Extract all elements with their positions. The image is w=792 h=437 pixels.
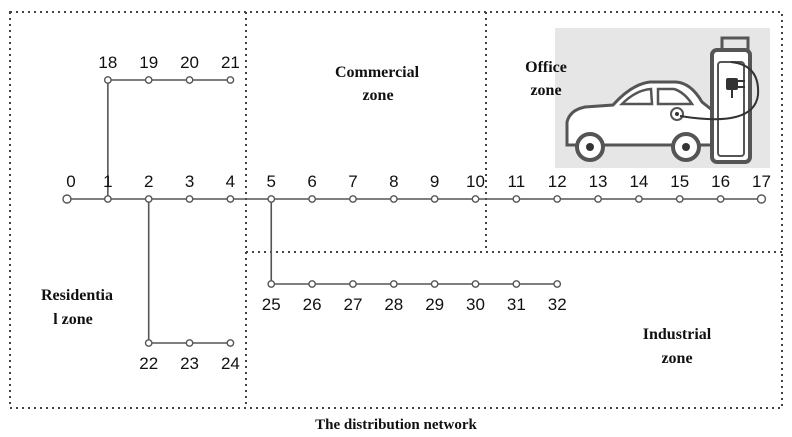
bus-label-8: 8 <box>389 172 398 191</box>
charge-port-dot <box>675 112 679 116</box>
bus-label-21: 21 <box>221 53 240 72</box>
car-front-window <box>618 87 654 106</box>
bus-node-30 <box>471 280 480 288</box>
bus-node-7 <box>349 195 357 203</box>
bus-label-18: 18 <box>98 53 117 72</box>
car-rear-hub <box>682 143 690 151</box>
bus-label-4: 4 <box>226 172 235 191</box>
network-lines <box>67 79 762 344</box>
bus-label-14: 14 <box>629 172 648 191</box>
bus-label-26: 26 <box>303 295 322 314</box>
bus-label-6: 6 <box>307 172 316 191</box>
commercial-zone-label-line1: Commercial <box>335 64 420 81</box>
bus-node-17 <box>756 194 767 204</box>
industrial-zone-label-line1: Industrial <box>643 326 712 343</box>
bus-node-24 <box>226 339 235 347</box>
residential-zone-label-line1: Residentia <box>41 287 113 304</box>
bus-node-23 <box>185 339 194 347</box>
bus-label-1: 1 <box>103 172 112 191</box>
bus-label-7: 7 <box>348 172 357 191</box>
bus-node-2 <box>144 195 153 203</box>
bus-label-28: 28 <box>384 295 403 314</box>
bus-node-4 <box>226 195 235 203</box>
residential-zone-label-line2: l zone <box>53 311 93 328</box>
charging-cable <box>679 61 760 121</box>
bus-node-16 <box>716 195 725 203</box>
bus-node-15 <box>675 195 684 203</box>
car-front-hub <box>586 143 594 151</box>
bus-label-2: 2 <box>144 172 153 191</box>
zone-labels: Commercial zone Office zone Residentia l… <box>41 59 712 367</box>
figure-caption: The distribution network <box>315 417 477 433</box>
plug-body <box>726 78 738 90</box>
bus-node-11 <box>512 195 521 203</box>
plug-icon <box>726 78 745 98</box>
bus-label-19: 19 <box>139 53 158 72</box>
bus-label-13: 13 <box>589 172 608 191</box>
bus-label-3: 3 <box>185 172 194 191</box>
car-rear-window <box>656 87 695 106</box>
bus-node-31 <box>512 280 521 288</box>
bus-node-21 <box>226 76 235 84</box>
bus-node-14 <box>635 195 643 203</box>
charger-cap <box>720 36 750 50</box>
bus-node-9 <box>430 195 439 203</box>
bus-label-15: 15 <box>670 172 689 191</box>
industrial-zone-label-line2: zone <box>661 350 692 367</box>
bus-label-30: 30 <box>466 295 485 314</box>
bus-label-31: 31 <box>507 295 526 314</box>
office-zone-label-line2: zone <box>530 82 561 99</box>
bus-node-22 <box>144 339 153 347</box>
office-zone-label-line1: Office <box>525 59 567 76</box>
bus-label-24: 24 <box>221 354 240 373</box>
outer-border <box>9 11 783 409</box>
bus-node-5 <box>267 195 276 203</box>
bus-label-23: 23 <box>180 354 199 373</box>
bus-node-10 <box>471 195 480 203</box>
bus-label-25: 25 <box>262 295 281 314</box>
bus-label-29: 29 <box>425 295 444 314</box>
bus-node-8 <box>389 195 398 203</box>
bus-label-5: 5 <box>267 172 276 191</box>
bus-node-26 <box>308 280 316 288</box>
bus-label-27: 27 <box>343 295 362 314</box>
bus-label-11: 11 <box>508 172 526 191</box>
bus-label-16: 16 <box>711 172 730 191</box>
bus-node-6 <box>308 195 316 203</box>
bus-node-13 <box>594 195 602 203</box>
bus-node-1 <box>103 195 112 203</box>
bus-node-27 <box>349 280 357 288</box>
bus-label-12: 12 <box>548 172 567 191</box>
bus-node-3 <box>185 195 194 203</box>
bus-node-0 <box>62 194 72 204</box>
bus-node-32 <box>553 280 562 288</box>
bus-label-22: 22 <box>139 354 158 373</box>
zone-borders <box>9 11 783 409</box>
bus-node-20 <box>185 76 194 84</box>
ev-charging-icon <box>555 28 770 168</box>
bus-label-10: 10 <box>466 172 485 191</box>
network-nodes <box>62 76 767 347</box>
bus-label-17: 17 <box>752 172 771 191</box>
bus-node-12 <box>553 195 562 203</box>
bus-label-9: 9 <box>430 172 439 191</box>
bus-node-29 <box>430 280 439 288</box>
commercial-zone-label-line2: zone <box>362 87 393 104</box>
bus-node-25 <box>267 280 276 288</box>
bus-node-28 <box>389 280 398 288</box>
charger-post <box>710 48 752 164</box>
bus-label-0: 0 <box>66 172 75 191</box>
bus-node-18 <box>103 76 112 84</box>
bus-node-19 <box>144 76 153 84</box>
bus-label-20: 20 <box>180 53 199 72</box>
bus-label-32: 32 <box>548 295 567 314</box>
